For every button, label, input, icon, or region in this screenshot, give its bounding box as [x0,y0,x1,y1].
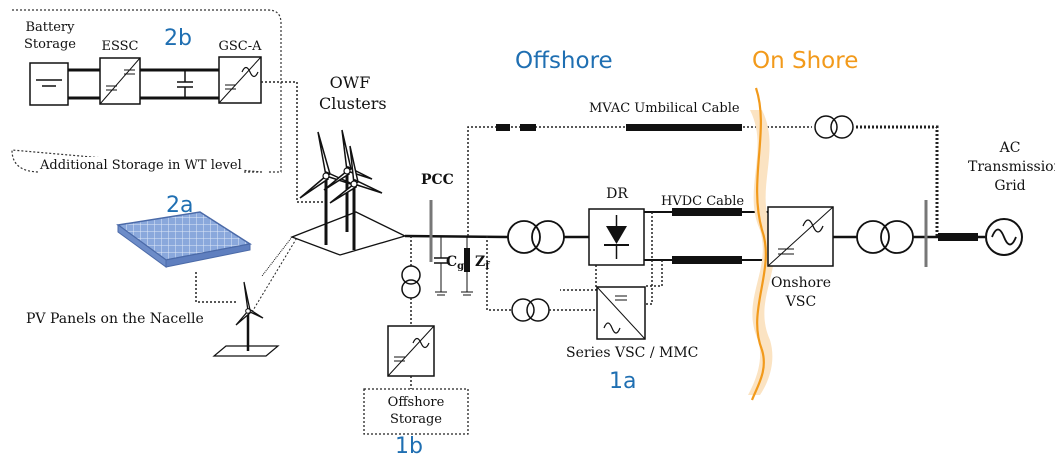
tag-2b: 2b [164,26,192,51]
offshore-storage-converter-block [387,325,435,377]
gsc-a-converter-block [218,56,262,104]
series-vsc-transformer-icon [511,298,550,322]
hvdc-cable-upper [672,208,742,216]
offshore-storage-transformer-icon [401,265,421,299]
dc-link-capacitor [177,70,193,98]
zf-label-sub: f [485,261,490,272]
hvdc-cable-lower [672,256,742,264]
dr-label: DR [606,186,628,202]
onshore-vsc-block [767,206,834,267]
onshore-vsc-label: Onshore VSC [768,274,834,312]
hvdc-cable-label: HVDC Cable [661,194,745,209]
ac-grid-label-line1: AC [999,140,1021,156]
zf-label-main: Z [475,254,486,270]
offshore-storage-label-line1: Offshore [387,395,445,410]
tag-1a: 1a [609,369,637,394]
gsc-a-label: GSC-A [218,39,262,54]
offshore-storage-label-line2: Storage [390,412,442,427]
battery-storage-label-line1: Battery [25,20,75,35]
diode-rectifier-block [588,208,645,266]
series-vsc-label: Series VSC / MMC [566,345,699,361]
pcc-label: PCC [421,172,454,188]
series-vsc-block [596,286,646,340]
cg-label: Cg [446,254,464,275]
ac-source-icon [985,218,1023,256]
owf-clusters-label-line1: OWF [329,73,371,92]
grid-cable-segment [938,233,978,241]
tag-1b: 1b [395,434,423,459]
onshore-vsc-label-line2: VSC [785,294,817,310]
additional-storage-boundary [11,9,282,173]
battery-storage-label: Battery Storage [22,19,78,53]
zf-label: Zf [475,254,490,275]
offshore-region-label: Offshore [515,48,613,74]
cg-label-sub: g [457,261,465,272]
mvac-cable-label: MVAC Umbilical Cable [589,101,740,116]
owf-cluster-icon [261,129,407,277]
battery-storage-block [29,62,69,106]
shunt-capacitor-cg [434,236,448,296]
small-wind-turbine-icon [212,281,280,357]
offshore-storage-box [363,388,469,435]
owf-clusters-label-line2: Clusters [319,94,387,113]
owf-clusters-label: OWF Clusters [319,72,387,114]
mvac-transformer-icon [814,115,854,139]
onshore-transformer-icon [856,220,914,254]
shoreline [748,110,775,395]
offshore-storage-label: Offshore Storage [364,394,468,428]
battery-storage-label-line2: Storage [24,37,76,52]
ac-grid-label: AC Transmission Grid [968,139,1055,196]
tag-2a: 2a [166,193,194,218]
essc-converter-block [99,57,141,105]
offshore-transformer-icon [507,220,565,254]
pv-panel-icon [116,211,252,268]
ac-grid-label-line2: Transmission [968,159,1055,175]
essc-label: ESSC [101,39,139,54]
pv-panels-label: PV Panels on the Nacelle [26,311,204,327]
filter-impedance-zf [461,236,473,296]
onshore-region-label: On Shore [752,48,859,74]
mvac-cable-segment [496,124,510,131]
onshore-vsc-label-line1: Onshore [770,275,832,291]
cg-label-main: C [446,254,458,270]
ac-grid-label-line3: Grid [994,178,1026,194]
additional-storage-label: Additional Storage in WT level [38,157,244,174]
